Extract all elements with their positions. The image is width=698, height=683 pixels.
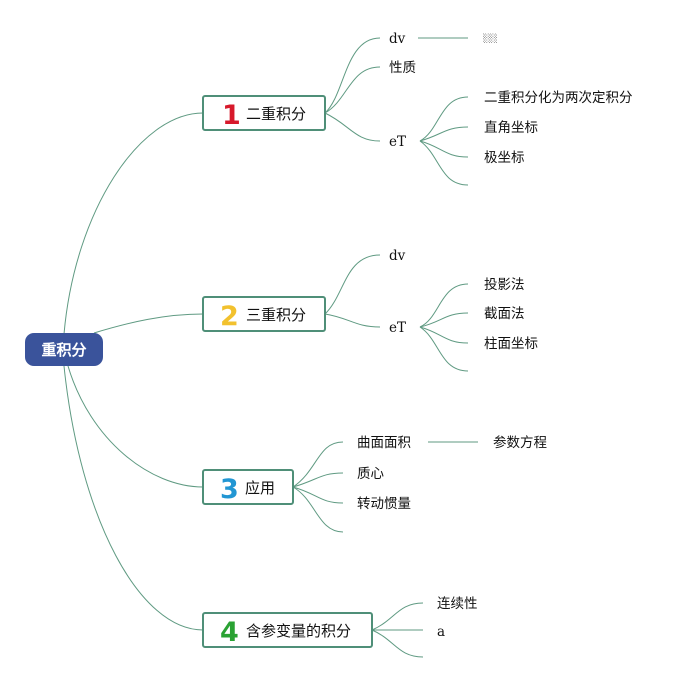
- connector-b2-eT: [324, 313, 381, 328]
- connector-b1-dv: [324, 37, 381, 114]
- branch-2-box: [202, 296, 326, 332]
- branch-3-label: 应用: [245, 479, 275, 497]
- b2-eT-child-2: 截面法: [484, 306, 525, 322]
- b1-dv-child-label: ░░░: [483, 33, 498, 43]
- connector-b2-dv: [324, 254, 381, 315]
- connector-b1-eT-3: [419, 140, 469, 158]
- connector-b1-eT-2: [419, 126, 469, 142]
- connector-b3-4: [292, 486, 344, 533]
- b2-dv-label: dv: [389, 248, 406, 264]
- root-node[interactable]: 重积分: [25, 333, 103, 366]
- branch-3-box: [202, 469, 294, 505]
- connector-b2-eT-3: [419, 326, 469, 344]
- connector-b4-1: [371, 602, 424, 631]
- branch-4-box: [202, 612, 373, 648]
- branch-1-number: 1: [222, 100, 241, 131]
- branch-3-node[interactable]: 3 应用: [202, 469, 294, 505]
- b3-child-1: 曲面面积: [357, 435, 411, 451]
- connector-b2-eT-1: [419, 283, 469, 328]
- connector-b1-eT: [324, 112, 381, 142]
- b1-eT-child-1: 二重积分化为两次定积分: [484, 90, 633, 106]
- branch-1-label: 二重积分: [246, 105, 306, 123]
- b1-eT-label: eT: [389, 134, 406, 150]
- branch-2-node[interactable]: 2 三重积分: [202, 296, 326, 332]
- b3-child-1-child: 参数方程: [493, 434, 547, 451]
- connector-root-branch-2: [93, 313, 204, 334]
- branch-1-node[interactable]: 1 二重积分: [202, 95, 326, 131]
- b4-child-2: a: [437, 624, 445, 640]
- connectors: [63, 37, 478, 658]
- connector-b2-eT-4: [419, 326, 469, 372]
- branch-4-number: 4: [220, 617, 239, 648]
- connector-b3-1: [292, 441, 344, 488]
- connector-root-branch-1: [63, 112, 204, 335]
- b2-eT-label: eT: [389, 320, 406, 336]
- connector-b1-eT-1: [419, 96, 469, 142]
- branch-4-label: 含参变量的积分: [246, 622, 351, 640]
- connector-b3-3: [292, 486, 344, 504]
- connector-b4-3: [371, 629, 424, 658]
- b1-xingzhi-label: 性质: [389, 60, 416, 76]
- b3-child-2: 质心: [357, 466, 384, 482]
- root-node-box: [25, 333, 103, 366]
- b1-eT-child-2: 直角坐标: [484, 120, 538, 136]
- connector-b2-eT-2: [419, 312, 469, 328]
- b3-child-3: 转动惯量: [357, 495, 411, 512]
- b2-eT-child-3: 柱面坐标: [484, 336, 538, 352]
- connector-b1-xingzhi: [324, 66, 381, 114]
- b2-eT-child-1: 投影法: [484, 277, 525, 293]
- b1-eT-child-3: 极坐标: [484, 150, 525, 166]
- connector-b1-eT-4: [419, 140, 469, 186]
- connector-root-branch-4: [63, 365, 204, 631]
- b1-dv-label: dv: [389, 31, 406, 47]
- b4-child-1: 连续性: [437, 596, 478, 612]
- connector-root-branch-3: [67, 365, 204, 488]
- branch-3-number: 3: [220, 474, 239, 505]
- branch-1-box: [202, 95, 326, 131]
- branch-4-node[interactable]: 4 含参变量的积分: [202, 612, 373, 648]
- branch-2-label: 三重积分: [246, 306, 306, 324]
- connector-b3-2: [292, 472, 344, 488]
- branch-2-number: 2: [220, 301, 239, 332]
- root-node-label: 重积分: [41, 341, 86, 359]
